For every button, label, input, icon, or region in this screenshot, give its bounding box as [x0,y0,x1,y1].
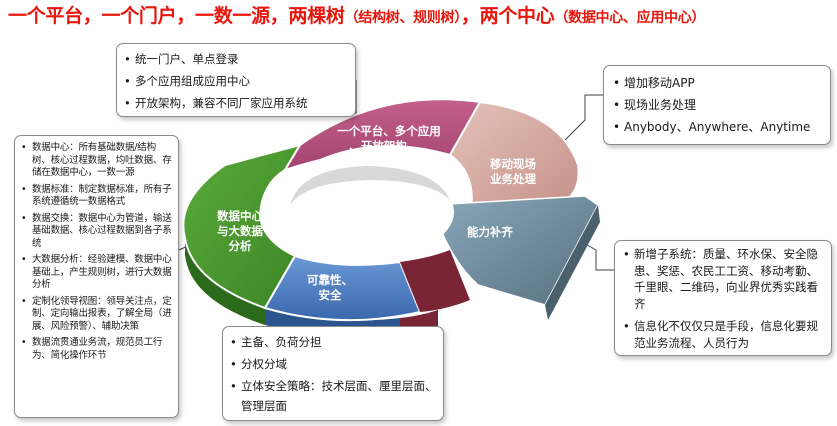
callout-mobile-item: 现场业务处理 [612,94,822,116]
callout-capability-item: 新增子系统：质量、环水保、安全隐患、奖惩、农民工工资、移动考勤、千里眼、二维码，… [622,246,824,312]
label-data-1: 数据中心 [217,209,263,223]
label-mobile-2: 业务处理 [490,172,536,186]
title-main: 一个平台，一个门户，一数一源，两棵树 [8,5,345,27]
label-reliability-2: 安全 [319,288,342,302]
segment-capability-side [545,205,600,320]
title-center-note: （数据中心、应用中心） [554,10,706,26]
callout-data-item: 定制化领导视图：领导关注点，定制、定向输出报表，了解全局（进展、风险预警）、辅助… [20,296,173,334]
leader-line-right [559,94,603,146]
callout-capability: 新增子系统：质量、环水保、安全隐患、奖惩、农民工工资、移动考勤、千里眼、二维码，… [614,240,832,356]
callout-data-item: 大数据分析：经验建模、数据中心基础上，产生规则树，进行大数据分析 [20,254,173,292]
callout-mobile-item: Anybody、Anywhere、Anytime [612,116,822,138]
page-title: 一个平台，一个门户，一数一源，两棵树（结构树、规则树），两个中心（数据中心、应用… [8,2,705,32]
label-data-2: 与大数据 [217,224,263,238]
callout-capability-item: 信息化不仅仅只是手段，信息化要规范业务流程、人员行为 [622,318,824,351]
segment-platform [282,98,482,172]
callout-data-center: 数据中心：所有基础数据/结构树、核心过程数据，均吐数据、存储在数据中心，一数一源… [14,135,179,418]
title-tree-note: （结构树、规则树） [344,10,462,26]
callout-mobile-item: 增加移动APP [612,72,822,94]
callout-reliability-item: 立体安全策略：技术层面、厘里层面、管理层面 [229,376,437,416]
segment-mobile [448,100,580,217]
callout-mobile: 增加移动APP 现场业务处理 Anybody、Anywhere、Anytime [603,65,831,145]
callout-platform: 统一门户、单点登录 多个应用组成应用中心 开放架构，兼容不同厂家应用系统 [116,43,356,117]
callout-reliability: 主备、负荷分担 分权分域 立体安全策略：技术层面、厘里层面、管理层面 [222,326,444,421]
callout-data-item: 数据标准：制定数据标准，所有子系统遵循统一数据格式 [20,184,173,209]
title-centers: ，两个中心 [460,5,555,27]
segment-gap [400,250,470,312]
callout-data-item: 数据流贯通业务流，规范员工行为、简化操作环节 [20,337,173,362]
callout-platform-item: 多个应用组成应用中心 [123,70,349,92]
label-data-3: 分析 [229,239,252,253]
ring-hole-inner-wall [290,166,450,205]
label-platform-1: 一个平台、多个应用 [337,124,441,138]
callout-reliability-item: 分权分域 [229,354,437,374]
callout-reliability-item: 主备、负荷分担 [229,332,437,352]
label-mobile-1: 移动现场 [490,157,536,171]
segment-data-center [182,143,303,310]
label-capability: 能力补齐 [467,225,513,239]
ring-side-green [185,238,265,325]
label-reliability-1: 可靠性、 [307,273,353,287]
label-platform-2: 、开放架构 [349,139,407,153]
ring-hole [282,166,454,258]
callout-platform-item: 开放架构，兼容不同厂家应用系统 [123,92,349,114]
callout-data-item: 数据交换：数据中心为管道，输送基础数据、核心过程数据到各子系统 [20,213,173,251]
callout-platform-item: 统一门户、单点登录 [123,48,349,70]
callout-data-item: 数据中心：所有基础数据/结构树、核心过程数据，均吐数据、存储在数据中心，一数一源 [20,142,173,180]
